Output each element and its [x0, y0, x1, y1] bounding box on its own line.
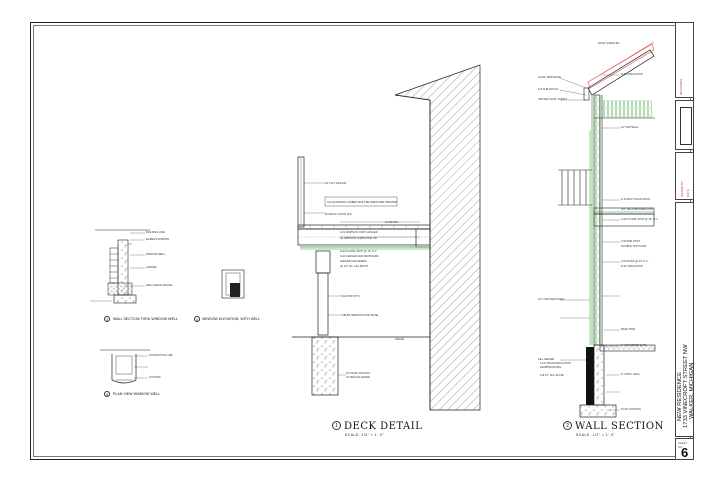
deck-detail-drawing: 42" HGT. RAILING ALL EXTERIOR LUMBER MUS… — [292, 156, 431, 396]
deck-note-14: 16" DIAM. FOOTING — [346, 371, 370, 375]
deck-detail-scale: SCALE: 1/2" = 1'-0" — [345, 433, 385, 437]
firm-logo — [680, 107, 692, 145]
wall-section-scale: SCALE: 1/2" = 1'-0" — [576, 433, 616, 437]
window-well-section-title: WALL SECTION THRU WINDOW WELL — [113, 317, 178, 321]
wall-note-20: 2x8 P.T. SILL PLATE — [540, 373, 564, 377]
plan-window-well-drawing: FOUNDATION LINE FOOTING — [100, 349, 173, 384]
deck-note-15: 42" BELOW GRADE — [346, 375, 370, 379]
deck-note-2: ALL EXTERIOR LUMBER MUST BE PRESSURE TRE… — [327, 200, 397, 204]
wall-section-title: WALL SECTION — [575, 421, 664, 432]
ww-note-3: WINDOW WELL — [146, 252, 166, 256]
deck-note-9: LEDGER FASTENERS — [340, 259, 367, 263]
wall-note-3: 1x6 SUB FASCIA — [538, 87, 558, 91]
wall-note-5: R-38 INSULATION — [621, 72, 643, 76]
wall-note-22: 8"x16" FOOTING — [621, 407, 641, 411]
tb-revisions-box: REVISIONS — [675, 22, 694, 98]
project-city: WALKER, MICHIGAN — [689, 362, 695, 419]
wall-note-12: 2x6 STUDS @ 16" O.C. — [621, 259, 649, 263]
date-label: DATE — [686, 189, 690, 197]
wall-note-8: 3/4" T&G OSB SUBFLOOR — [621, 207, 653, 211]
deck-note-1: 42" HGT. RAILING — [325, 181, 347, 185]
ww-note-5: WELL DRAIN GRAVEL — [146, 283, 173, 287]
window-elevation-title: WINDOW ELEVATION, WITH WELL — [202, 317, 261, 321]
deck-note-5: LUS SIMPSON JOIST HANGER — [340, 230, 378, 234]
wall-note-16: BASE TRIM — [621, 327, 635, 331]
deck-note-6: H1 SIMPSON HURRICANE TIE — [340, 236, 377, 240]
window-elevation-view-number: 4 — [194, 316, 200, 322]
wall-note-18: 1 1/2" RIGID INSULATION — [540, 361, 571, 365]
revisions-label: REVISIONS — [679, 78, 683, 95]
tb-drawn-box: DRAWN BY DATE — [675, 152, 694, 200]
wall-note-11: DOUBLE TOP PLATE — [621, 244, 647, 248]
tb-logo-box — [675, 100, 694, 150]
wall-note-2: ALUM. DRIP EDGE — [538, 75, 561, 79]
deck-note-10: (2) 1/2" dia. LAG BOLTS — [340, 264, 369, 268]
plan-window-well-view-number: 5 — [104, 391, 110, 397]
wall-note-17: 4" CONCRETE SLAB — [621, 343, 646, 347]
wall-section-drawing: ROOF SHINGLES ALUM. DRIP EDGE 1x6 SUB FA… — [538, 41, 659, 418]
ww-note-2: EGRESS WINDOW — [146, 237, 169, 241]
ww-note-7: FOOTING — [149, 375, 161, 379]
wall-note-10: 2x10 RIM JOIST — [621, 239, 641, 243]
sheet-number: 6 — [681, 445, 689, 460]
wall-note-21: 8" CONC. WALL — [621, 372, 641, 376]
deck-view-number: 1 — [332, 421, 341, 430]
deck-note-11: 6x6 POST (PT) — [342, 294, 360, 298]
wall-view-number: 2 — [563, 421, 572, 430]
ww-note-1: BUILDING LINE — [146, 230, 165, 234]
ww-note-6: FOUNDATION LINE — [149, 353, 173, 357]
tb-sheet-box: SHEET NO. 6 — [675, 438, 694, 460]
house-wall-hatched — [394, 64, 481, 411]
title-block: REVISIONS DRAWN BY DATE NEW RESIDENCE 17… — [675, 22, 695, 460]
deck-note-3: 5/4 DECK FLOOR (PT) — [325, 212, 352, 216]
wall-note-15: SILL SEALER — [538, 357, 554, 361]
plan-window-well-title: PLAN VIEW WINDOW WELL — [113, 392, 161, 396]
deck-note-12: ABU66 SIMPSON POST BASE — [342, 313, 379, 317]
wall-note-7: R-19 BATT INSULATION — [621, 197, 650, 201]
drawn-by-label: DRAWN BY — [680, 180, 684, 197]
deck-note-4: FLASHING — [385, 220, 398, 224]
wall-note-13: R-21 INSULATION — [621, 264, 643, 268]
window-elevation-drawing — [221, 269, 245, 299]
deck-note-13: GRADE — [395, 337, 404, 341]
wall-note-4: VENTED ALUM. SOFFIT — [538, 97, 567, 101]
deck-note-8: 2x10 LEDGER AND RIM BOARD — [340, 254, 379, 258]
window-well-section-drawing: BUILDING LINE EGRESS WINDOW WINDOW WELL … — [90, 229, 173, 304]
window-well-view-number: 3 — [104, 316, 110, 322]
deck-detail-title: DECK DETAIL — [344, 421, 423, 432]
wall-note-14: 1/2" OSB SHEATHING — [538, 297, 564, 301]
wall-note-9: 2x10 FLOOR JOIST @ 16" O.C. — [621, 217, 659, 221]
deck-note-7: 2x10 FLOOR JOIST @ 16" O.C. — [340, 249, 378, 253]
sheet-number-label: SHEET NO. — [678, 441, 688, 449]
wall-note-19: DAMPPROOFING — [540, 365, 561, 369]
wall-note-6: 1/2" DRYWALL — [621, 125, 639, 129]
wall-note-1: ROOF SHINGLES — [598, 41, 620, 45]
ww-note-4: LADDER — [146, 265, 157, 269]
tb-project-box: NEW RESIDENCE 1733 VINECROFT STREET NW W… — [675, 202, 695, 437]
